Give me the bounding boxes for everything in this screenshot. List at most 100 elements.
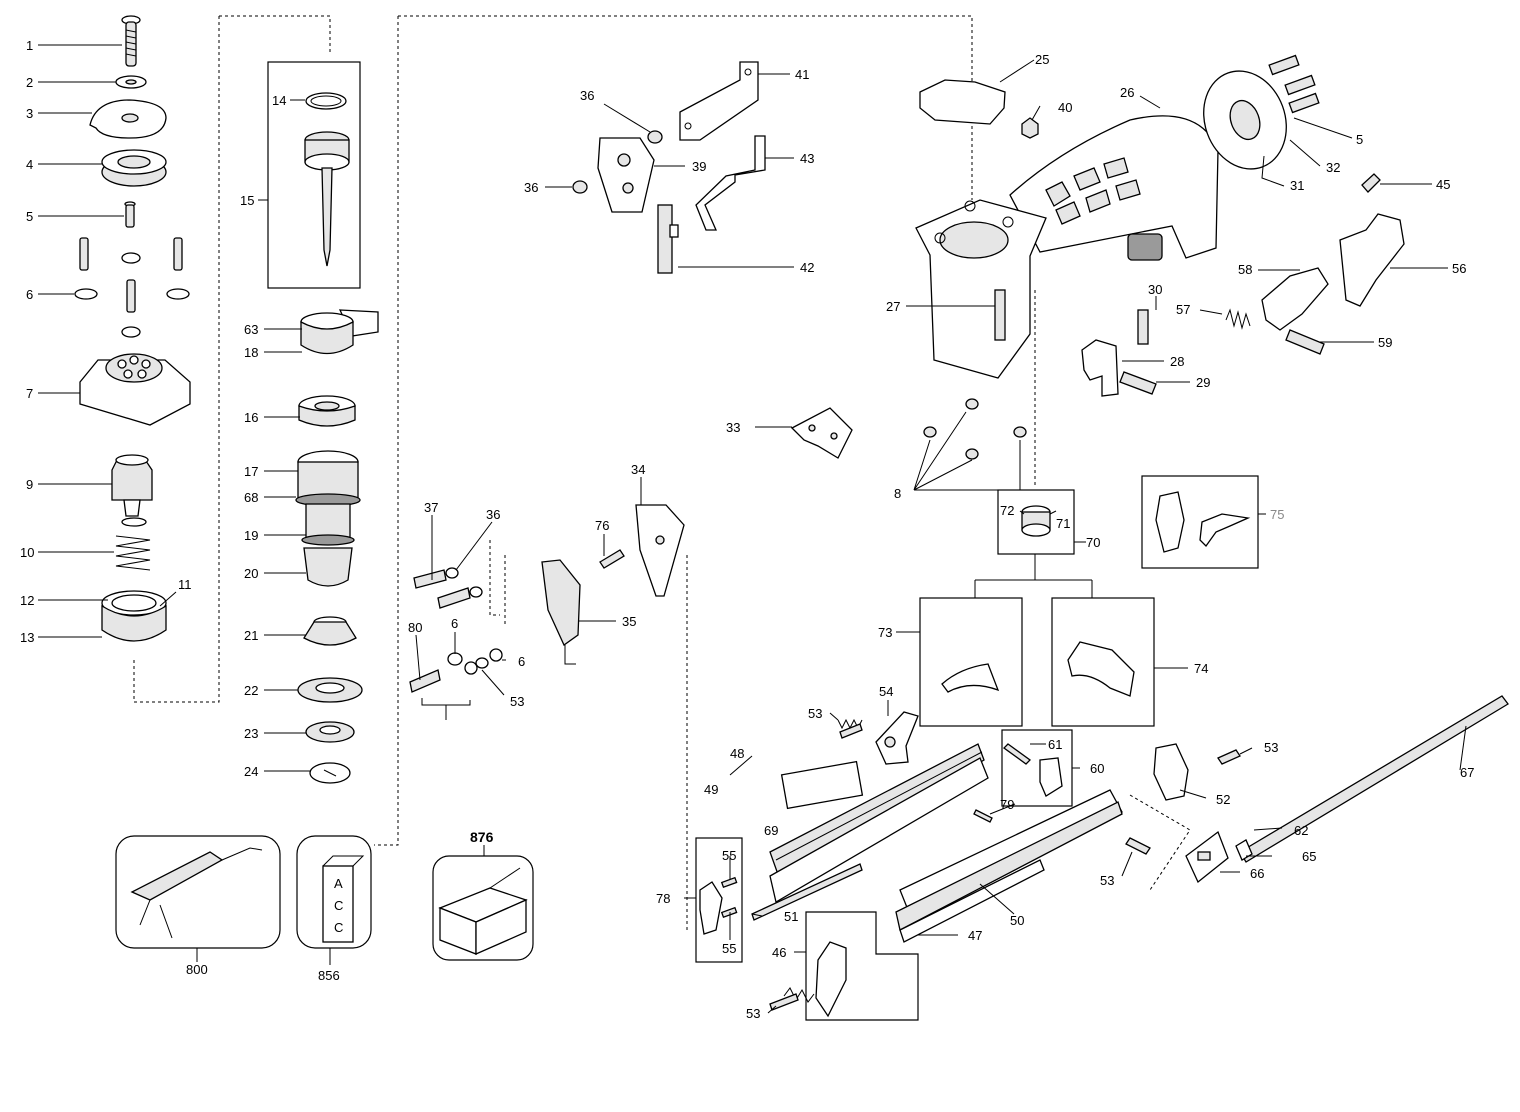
part-7-cylinder-cap (79, 353, 191, 426)
label-8: 8 (894, 486, 901, 501)
label-10: 10 (20, 545, 34, 560)
part-8-screws (923, 398, 1027, 460)
part-53-screw-spring (837, 718, 863, 739)
part-70-box (997, 489, 1075, 555)
label-34: 34 (631, 462, 645, 477)
label-16: 16 (244, 410, 258, 425)
label-17: 17 (244, 464, 258, 479)
part-43-spring-wire (695, 135, 766, 231)
part-856-kit-box: A C C (296, 835, 372, 949)
label-75: 75 (1270, 507, 1284, 522)
label-63: 63 (244, 322, 258, 337)
part-58-lever (1261, 267, 1329, 331)
label-51: 51 (784, 909, 798, 924)
label-70: 70 (1086, 535, 1100, 550)
part-14-oring (305, 92, 347, 110)
label-36-left: 36 (486, 507, 500, 522)
label-55-bottom: 55 (722, 941, 736, 956)
part-69-magazine (769, 743, 989, 904)
part-28-bracket (1081, 339, 1119, 397)
label-36-top: 36 (580, 88, 594, 103)
label-30: 30 (1148, 282, 1162, 297)
part-23-washer (305, 721, 355, 743)
part-73-shoe (941, 663, 1000, 693)
label-14: 14 (272, 93, 286, 108)
label-69: 69 (764, 823, 778, 838)
label-46: 46 (772, 945, 786, 960)
label-43: 43 (800, 151, 814, 166)
part-66-plate (1185, 830, 1229, 884)
label-39: 39 (692, 159, 706, 174)
part-4-ring (101, 149, 167, 187)
label-37: 37 (424, 500, 438, 515)
kit-acc-letter-a: A (334, 876, 343, 891)
label-73: 73 (878, 625, 892, 640)
part-53-screw-mag (1125, 837, 1151, 855)
label-13: 13 (20, 630, 34, 645)
part-36-nut-lower (572, 180, 588, 194)
label-19: 19 (244, 528, 258, 543)
part-10-spring (115, 517, 151, 571)
label-55-top: 55 (722, 848, 736, 863)
label-79: 79 (1000, 797, 1014, 812)
label-42: 42 (800, 260, 814, 275)
label-72: 72 (1000, 503, 1014, 518)
label-5: 5 (26, 209, 33, 224)
label-23: 23 (244, 726, 258, 741)
part-31-32-5-cap-screws (1203, 54, 1320, 170)
label-40: 40 (1058, 100, 1072, 115)
label-1: 1 (26, 38, 33, 53)
label-74: 74 (1194, 661, 1208, 676)
label-856: 856 (318, 968, 340, 983)
label-6-left: 6 (451, 616, 458, 631)
part-54-latch (875, 711, 919, 765)
label-65: 65 (1302, 849, 1316, 864)
label-15: 15 (240, 193, 254, 208)
leader-lines (38, 44, 1467, 1014)
part-56-trigger (1339, 213, 1405, 307)
label-41: 41 (795, 67, 809, 82)
part-52-cover (1153, 743, 1189, 801)
part-14-15-box (267, 61, 361, 289)
part-30-pin (1137, 309, 1149, 345)
label-68: 68 (244, 490, 258, 505)
label-876: 876 (470, 829, 494, 845)
part-37-screws (413, 567, 483, 609)
label-12: 12 (20, 593, 34, 608)
part-25-gasket (919, 79, 1006, 125)
label-28: 28 (1170, 354, 1184, 369)
part-800-lubricant-box (115, 835, 281, 949)
part-42-slide (657, 204, 679, 274)
label-54: 54 (879, 684, 893, 699)
group-boundaries (133, 15, 1191, 930)
part-33-plate (790, 407, 853, 459)
part-75-triggers (1155, 491, 1251, 553)
part-59-pin (1285, 329, 1325, 355)
label-21: 21 (244, 628, 258, 643)
label-20: 20 (244, 566, 258, 581)
part-45-pin (1361, 173, 1381, 193)
part-9-valve (111, 454, 153, 517)
label-67: 67 (1460, 765, 1474, 780)
label-33: 33 (726, 420, 740, 435)
kit-acc-letter-c: C (334, 898, 343, 913)
part-35-guide (541, 559, 581, 646)
label-57: 57 (1176, 302, 1190, 317)
part-6-screws-and-washers (74, 237, 190, 338)
label-47: 47 (968, 928, 982, 943)
part-5-screw (124, 201, 136, 228)
part-53-screw-right (1217, 749, 1241, 765)
part-39-lever (597, 137, 655, 213)
label-3: 3 (26, 106, 33, 121)
label-80: 80 (408, 620, 422, 635)
label-61: 61 (1048, 737, 1062, 752)
part-26-27-housing (915, 115, 1219, 379)
label-29: 29 (1196, 375, 1210, 390)
part-3-cap (89, 99, 167, 139)
label-60: 60 (1090, 761, 1104, 776)
part-16-bumper (298, 395, 356, 427)
label-32: 32 (1326, 160, 1340, 175)
part-29-pin (1119, 371, 1157, 395)
label-53-left: 53 (510, 694, 524, 709)
